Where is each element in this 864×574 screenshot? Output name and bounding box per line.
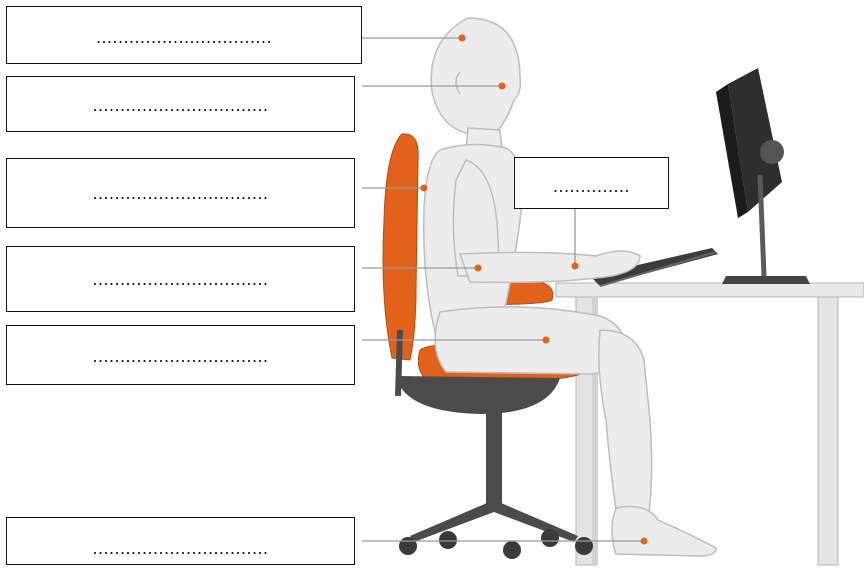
marker-feet (641, 538, 648, 545)
marker-wrist (572, 263, 579, 270)
label-box-head[interactable]: ................................ (6, 6, 362, 64)
label-box-back[interactable]: ................................ (6, 158, 355, 228)
label-box-eyes[interactable]: ................................ (6, 76, 355, 132)
label-text-wrist: .............. (515, 176, 668, 197)
label-text-thigh: ................................ (7, 346, 354, 367)
monitor (716, 68, 810, 284)
label-text-head: ................................ (7, 27, 361, 48)
marker-head (459, 35, 466, 42)
label-text-feet: ................................ (7, 538, 354, 559)
label-box-wrist[interactable]: .............. (514, 157, 669, 209)
label-box-feet[interactable]: ................................ (6, 517, 355, 565)
label-box-elbow[interactable]: ................................ (6, 246, 355, 312)
marker-back (421, 185, 428, 192)
marker-thigh (543, 337, 550, 344)
label-text-elbow: ................................ (7, 269, 354, 290)
marker-eyes (499, 83, 506, 90)
label-text-back: ................................ (7, 183, 354, 204)
label-text-eyes: ................................ (7, 95, 354, 116)
label-box-thigh[interactable]: ................................ (6, 325, 355, 385)
marker-elbow (475, 265, 482, 272)
